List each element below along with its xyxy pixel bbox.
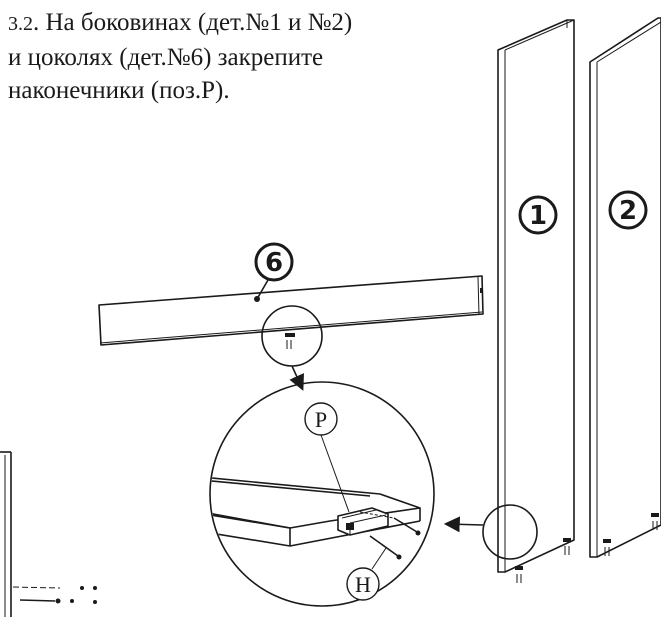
nails — [359, 511, 421, 560]
instruction-text: 3.2. На боковинах (дет.№1 и №2) и цоколя… — [8, 6, 478, 107]
side-panel-1-tips — [515, 538, 571, 583]
side-panel-2 — [589, 17, 661, 558]
instruction-line-2: и цоколях (дет.№6) закрепите — [8, 44, 324, 71]
part-number-6: 6 — [254, 242, 294, 282]
instruction-line-3: наконечники (поз.Р). — [8, 77, 230, 104]
side-panel-1 — [497, 19, 575, 583]
callout-tip: Р — [304, 402, 350, 513]
part-number-1: 1 — [518, 195, 558, 235]
left-partial-panel — [0, 451, 97, 617]
side-panel-2-tips — [603, 513, 659, 556]
step-number: 3.2 — [8, 13, 33, 35]
plinth-panel — [98, 275, 484, 346]
svg-text:Н: Н — [355, 572, 371, 597]
instruction-line-1: 3.2. На боковинах (дет.№1 и №2) — [8, 9, 353, 36]
panel-detail-circle — [443, 504, 538, 560]
svg-text:1: 1 — [529, 201, 547, 231]
part-number-2: 2 — [608, 190, 648, 230]
svg-text:2: 2 — [619, 196, 637, 226]
svg-text:6: 6 — [265, 248, 283, 278]
enlarged-detail-circle — [209, 381, 435, 607]
callout-nails: Н — [346, 547, 387, 601]
svg-text:Р: Р — [315, 407, 327, 432]
